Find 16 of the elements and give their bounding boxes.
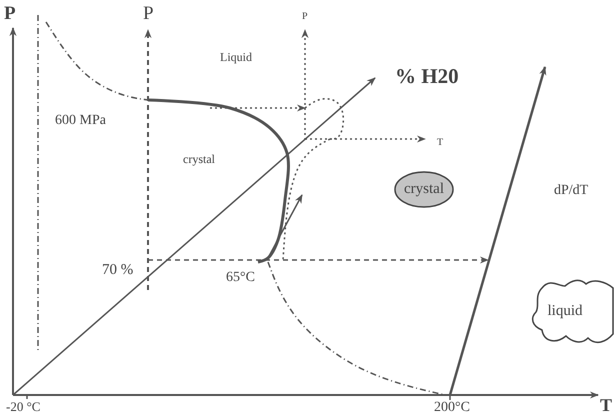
node-label: liquid (547, 302, 582, 320)
diagram-label: 65°C (226, 271, 255, 285)
diagram-label: 70 % (102, 263, 134, 278)
node-label: crystal (404, 181, 444, 198)
axis-label: P (143, 4, 154, 23)
diagram-label: 200°C (434, 401, 470, 414)
axis-label: T (437, 138, 444, 148)
diagram-label: crystal (183, 153, 215, 165)
axis-label: % H20 (395, 66, 459, 87)
axis-label: T (600, 396, 612, 414)
diagram-label: -20 °C (6, 400, 40, 413)
axis-label: P (4, 4, 16, 23)
diagram-label: Liquid (220, 51, 252, 63)
diagram-label: 600 MPa (55, 114, 106, 128)
axis-label: P (302, 12, 308, 22)
diagram-label: dP/dT (554, 184, 588, 198)
